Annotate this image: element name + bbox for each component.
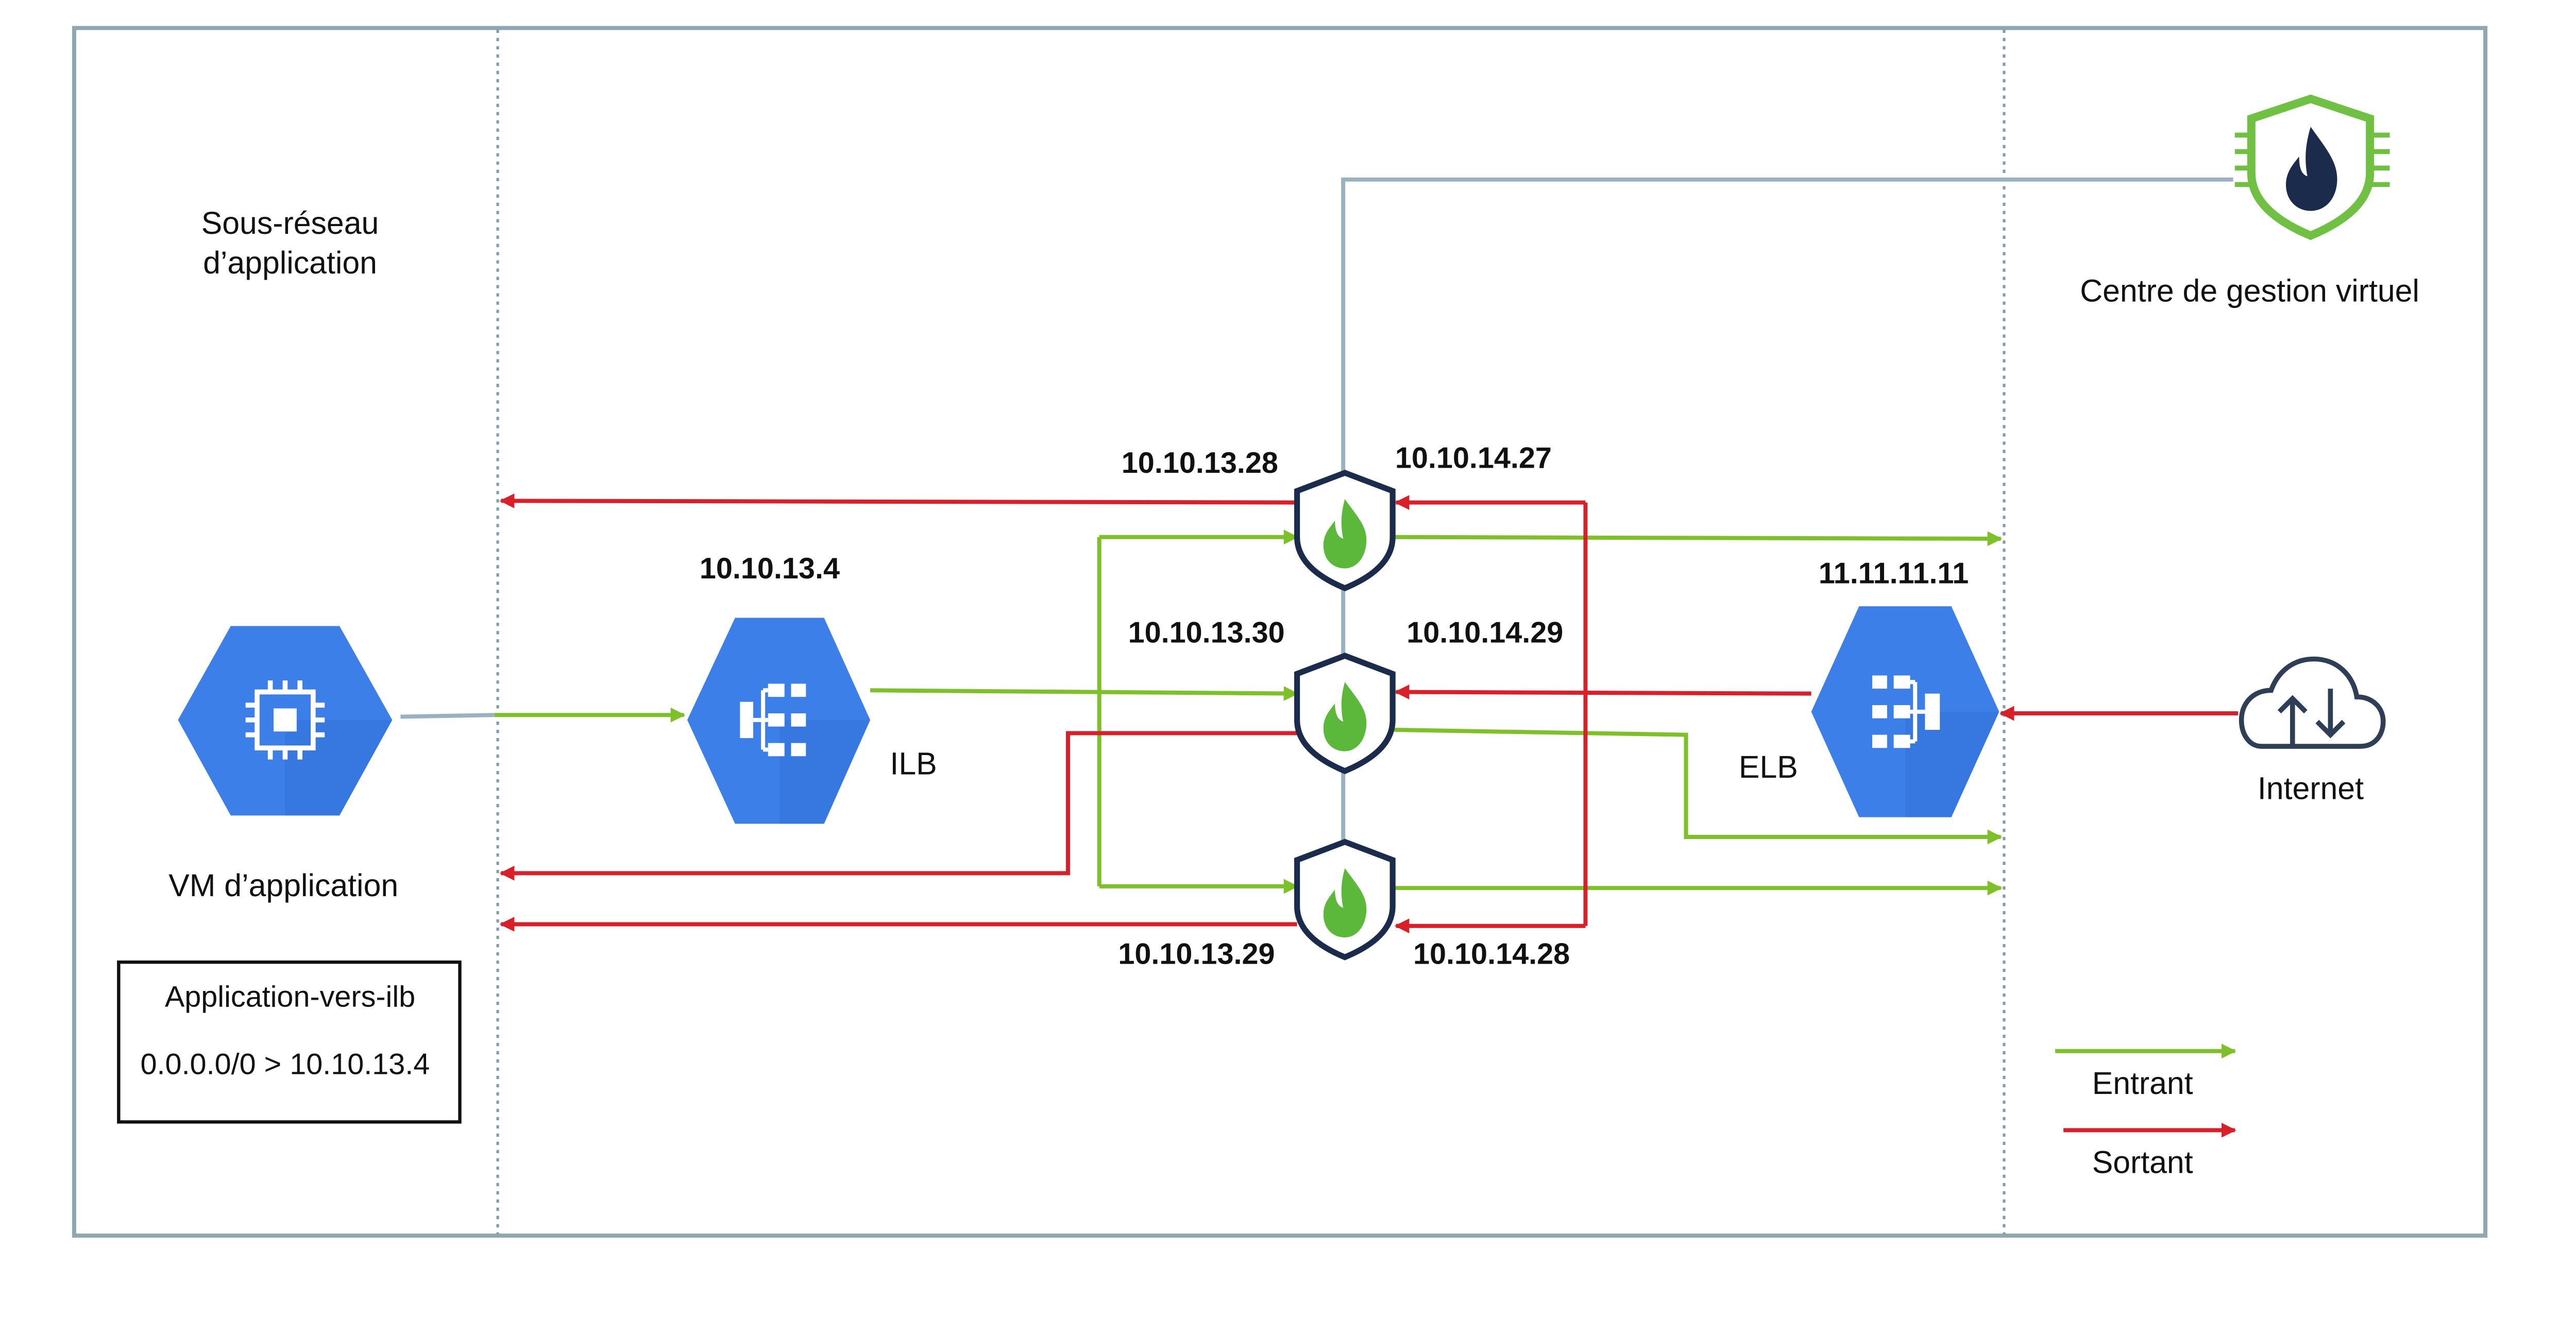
app-vm-label: VM d’application: [168, 868, 398, 903]
outbound-flow-elb-to-fw2: [1394, 684, 1811, 699]
legend: Entrant Sortant: [2055, 1043, 2236, 1180]
firewall-2-inside-ip: 10.10.13.30: [1128, 617, 1285, 649]
outbound-flows: [499, 493, 2239, 934]
ilb-hexagon-shade: [779, 720, 871, 824]
elb-ip: 11.11.11.11: [1819, 557, 1969, 590]
inbound-flow-fw1-out: [1394, 531, 2003, 546]
app-vm-link: [400, 713, 495, 719]
app-vm-hexagon-shade: [285, 720, 393, 816]
flame-icon: [1323, 499, 1367, 569]
load-balancer-icon: [1872, 675, 1940, 748]
ilb-label: ILB: [890, 746, 937, 781]
flame-icon: [1323, 868, 1367, 938]
vpc-frame: [72, 26, 2488, 1238]
fmc-pins: [2234, 132, 2390, 187]
inbound-flows: [494, 529, 2003, 896]
route-table-name: Application-vers-ilb: [165, 980, 415, 1013]
elb-hexagon-shade: [1905, 711, 1999, 817]
cloud-upload-download-icon: [2239, 656, 2386, 749]
ilb-ip: 10.10.13.4: [700, 552, 840, 585]
firewall-3-inside-ip: 10.10.13.29: [1118, 937, 1275, 970]
inbound-flow-fw2-out: [1394, 728, 2003, 845]
outbound-flow-fw1-to-subnet: [499, 493, 1297, 508]
elb-node: [1811, 606, 1999, 817]
firewall-1: [1294, 470, 1396, 592]
fmc-label: Centre de gestion virtuel: [2080, 273, 2419, 308]
legend-outbound-label: Sortant: [2092, 1145, 2193, 1180]
flame-icon: [1323, 682, 1367, 751]
ilb-node: [687, 618, 871, 824]
firewall-3-outside-ip: 10.10.14.28: [1413, 937, 1570, 970]
upload-arrow-icon: [2277, 695, 2308, 745]
outbound-flow-fw2-to-subnet: [499, 731, 1297, 881]
flame-icon: [2285, 127, 2337, 211]
fmc-node: [2234, 94, 2390, 241]
route-table-box: [117, 960, 462, 1124]
inbound-flow-ilb-to-fw2: [870, 686, 1299, 701]
subnet-label-line1: Sous-réseau: [201, 206, 379, 241]
firewall-1-outside-ip: 10.10.14.27: [1395, 441, 1552, 474]
load-balancer-icon: [740, 683, 806, 757]
route-table-route: 0.0.0.0/0 > 10.10.13.4: [141, 1048, 430, 1081]
chip-icon: [245, 680, 325, 760]
subnet-label-line2: d’application: [203, 245, 377, 280]
internet-label: Internet: [2258, 771, 2364, 806]
firewall-1-inside-ip: 10.10.13.28: [1122, 447, 1278, 480]
internet-node: [2239, 656, 2386, 749]
app-vm-node: [178, 626, 393, 816]
firewall-2-outside-ip: 10.10.14.29: [1406, 617, 1563, 649]
firewall-3: [1294, 838, 1396, 961]
elb-label: ELB: [1739, 749, 1798, 784]
firewall-2: [1294, 653, 1396, 775]
legend-inbound-label: Entrant: [2092, 1066, 2193, 1101]
download-arrow-icon: [2315, 689, 2346, 739]
